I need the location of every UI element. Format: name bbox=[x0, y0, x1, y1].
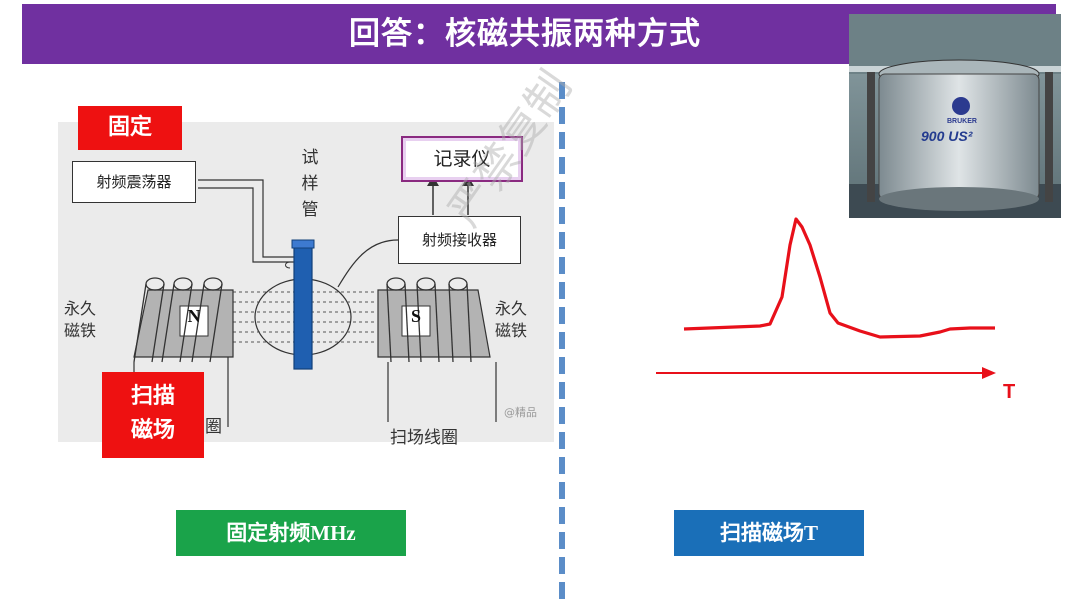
permanent-magnet-right-label: 永久 磁铁 bbox=[495, 299, 528, 340]
dashed-divider bbox=[559, 82, 565, 607]
sample-tube-label: 试 样 管 bbox=[301, 148, 319, 220]
source-watermark: @精品 bbox=[504, 406, 537, 419]
pole-n-label: N bbox=[187, 306, 201, 326]
photo-model: 900 US² bbox=[921, 128, 973, 144]
pole-s-label: S bbox=[410, 306, 421, 326]
nmr-spectrum-plot bbox=[656, 217, 996, 379]
scan-coil-label: 扫场线圈 bbox=[390, 428, 458, 448]
page-title: 回答：核磁共振两种方式 bbox=[349, 16, 701, 52]
rf-receiver-box: 射频接收器 bbox=[398, 216, 521, 264]
permanent-magnet-left-label: 永久 磁铁 bbox=[64, 299, 97, 340]
spectrum-axis-label: T bbox=[1003, 381, 1016, 403]
scan-field-label: 扫描 磁场 bbox=[102, 372, 204, 458]
photo-brand: BRUKER bbox=[947, 118, 977, 125]
coil-partial-label: 圈 bbox=[205, 417, 222, 437]
axis-arrowhead bbox=[982, 367, 996, 379]
apparatus-lines bbox=[133, 176, 497, 427]
nmr-magnet-photo: BRUKER 900 US² bbox=[849, 14, 1061, 218]
spectrum-curve bbox=[683, 217, 995, 339]
scan-field-badge: 扫描磁场T bbox=[674, 510, 864, 556]
fixed-rf-badge: 固定射频MHz bbox=[176, 510, 406, 556]
rf-oscillator-box: 射频震荡器 bbox=[72, 161, 196, 203]
fixed-label: 固定 bbox=[78, 106, 182, 150]
recorder-box: 记录仪 bbox=[401, 136, 523, 182]
